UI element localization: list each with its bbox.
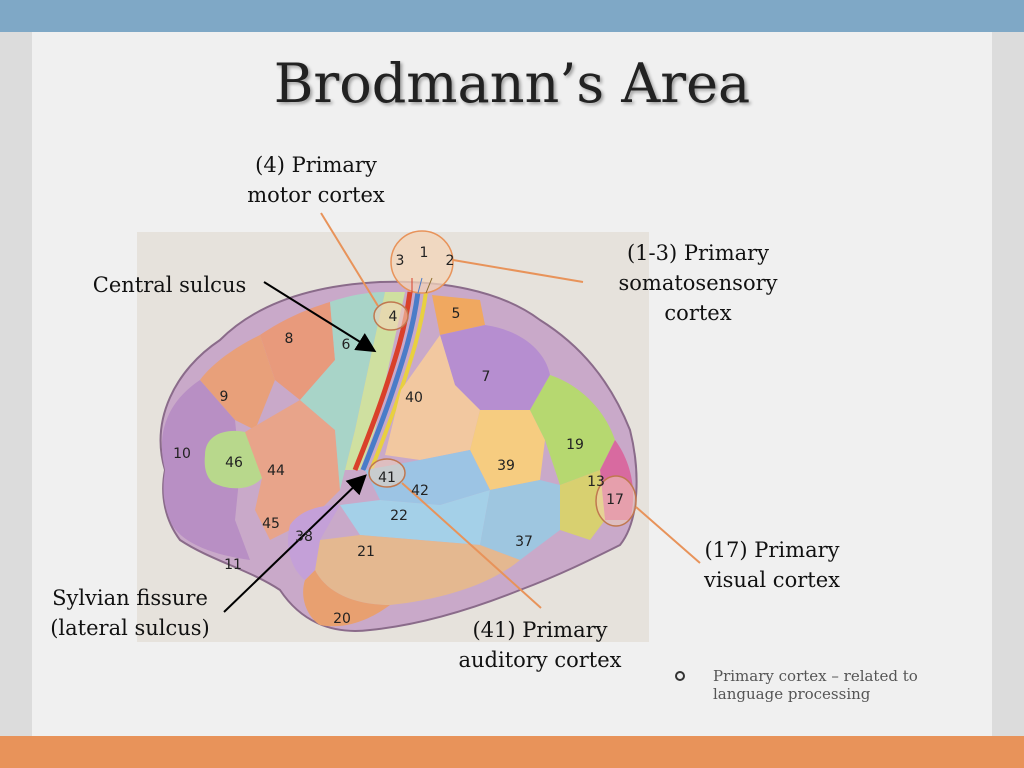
central-sulcus-label: Central sulcus <box>82 270 257 300</box>
somatosensory-connector-3 <box>425 277 433 294</box>
area-label-4: 4 <box>389 309 398 325</box>
somatosensory-strip <box>360 291 421 471</box>
area-label-10: 10 <box>173 446 191 462</box>
area-label-40: 40 <box>405 390 423 406</box>
area-label-39: 39 <box>497 458 515 474</box>
motor-leader-line <box>320 212 379 307</box>
motor-cortex-label-text: (4) Primary motor cortex <box>247 153 385 207</box>
auditory-cortex-label-text: (41) Primary auditory cortex <box>458 618 622 672</box>
sylvian-fissure-label: Sylvian fissure (lateral sulcus) <box>30 583 230 643</box>
region-22 <box>340 490 490 545</box>
area-label-20: 20 <box>333 611 351 627</box>
bullet-icon <box>675 671 685 681</box>
area-label-17: 17 <box>606 492 624 508</box>
auditory-cortex-label: (41) Primary auditory cortex <box>445 615 635 675</box>
region-40 <box>385 335 480 460</box>
motor-highlight <box>373 301 409 331</box>
slide-title: Brodmann’s Area <box>273 52 751 115</box>
right-margin <box>992 0 1024 768</box>
area-label-41: 41 <box>378 470 396 486</box>
visual-leader-line <box>635 506 701 564</box>
region-7 <box>440 325 550 410</box>
sylvian-fissure-arrow <box>223 474 367 613</box>
visual-cortex-label-text: (17) Primary visual cortex <box>704 538 840 592</box>
bottom-accent-bar <box>0 736 1024 768</box>
somatosensory-cortex-label: (1-3) Primary somatosensory cortex <box>598 238 798 328</box>
area-label-42: 42 <box>411 483 429 499</box>
region-8 <box>260 302 335 400</box>
sylvian-fissure-label-text: Sylvian fissure (lateral sulcus) <box>50 586 210 640</box>
region-9 <box>200 335 275 430</box>
area-label-11: 11 <box>224 557 242 573</box>
area-label-8: 8 <box>285 331 294 347</box>
area-label-46: 46 <box>225 455 243 471</box>
region-44-45 <box>245 400 340 540</box>
region-5 <box>432 295 485 335</box>
region-39 <box>470 410 545 490</box>
area-label-45: 45 <box>262 516 280 532</box>
auditory-leader-line <box>401 482 542 609</box>
somatosensory-connector-2 <box>417 277 423 294</box>
area-label-19: 19 <box>566 437 584 453</box>
region-20 <box>303 570 390 627</box>
area-label-6: 6 <box>342 337 351 353</box>
area-label-1: 1 <box>420 245 429 261</box>
left-margin <box>0 0 32 768</box>
area-number-labels: 1 2 3 4 5 6 7 8 9 10 11 13 17 19 20 21 2… <box>173 245 624 627</box>
area-label-13: 13 <box>587 474 605 490</box>
area-label-2: 2 <box>446 253 455 269</box>
region-4 <box>345 292 405 470</box>
somatosensory-leader-line <box>452 259 584 283</box>
region-38 <box>287 505 340 580</box>
area-label-9: 9 <box>220 389 229 405</box>
auditory-highlight <box>368 458 406 488</box>
area-label-21: 21 <box>357 544 375 560</box>
visual-highlight <box>595 475 637 527</box>
somatosensory-cortex-label-text: (1-3) Primary somatosensory cortex <box>618 241 778 325</box>
central-sulcus-arrow <box>263 281 377 353</box>
central-sulcus-label-text: Central sulcus <box>92 273 247 297</box>
somatosensory-strip-2 <box>369 291 428 471</box>
top-accent-bar <box>0 0 1024 32</box>
area-label-37: 37 <box>515 534 533 550</box>
area-label-44: 44 <box>267 463 285 479</box>
area-label-3: 3 <box>396 253 405 269</box>
region-18 <box>560 470 605 540</box>
somatosensory-highlight <box>390 230 454 294</box>
region-37 <box>480 480 560 560</box>
region-41-42 <box>365 450 490 505</box>
area-label-5: 5 <box>452 306 461 322</box>
area-label-22: 22 <box>390 508 408 524</box>
bullet-note-text: Primary cortex – related to language pro… <box>713 667 918 703</box>
region-19 <box>530 375 615 485</box>
visual-cortex-label: (17) Primary visual cortex <box>682 535 862 595</box>
motor-cortex-label: (4) Primary motor cortex <box>231 150 401 210</box>
area-label-7: 7 <box>482 369 491 385</box>
area-label-38: 38 <box>295 529 313 545</box>
region-21 <box>315 535 520 605</box>
